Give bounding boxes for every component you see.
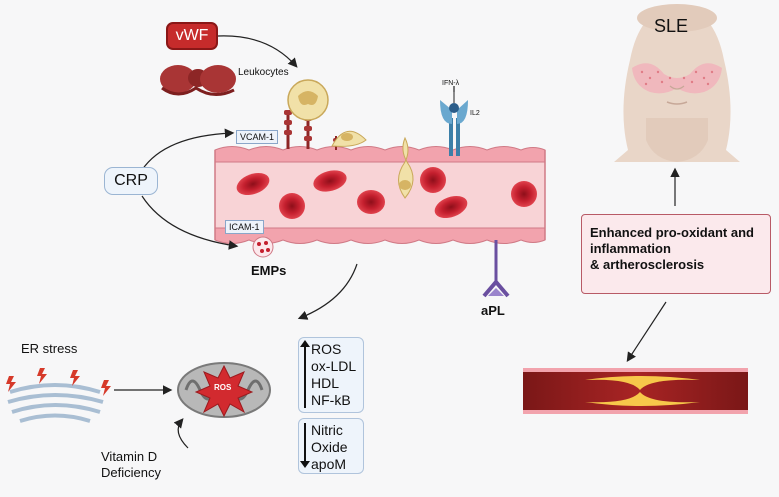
ifn-label: IFN-λ [442,80,460,87]
arrows [114,35,680,449]
marker-ros: ROS [311,341,342,357]
sle-label: SLE [654,16,689,36]
vitamin-d-label: Vitamin D Deficiency [101,449,161,480]
decreased-markers-box: Nitric Oxide apoM [298,418,364,474]
leukocytes-label: Leukocytes [238,67,289,78]
apl-antibody-icon [482,240,510,298]
emps-label: EMPs [251,263,287,278]
red-blood-cells [236,167,537,219]
up-arrow-icon [304,344,306,408]
er-stress-label: ER stress [21,341,78,356]
mitochondrion-icon [177,362,271,418]
er-icon [7,383,104,423]
il2-label: IL2 [470,110,480,117]
enhanced-prooxidant-box: Enhanced pro-oxidant and inflammation & … [581,214,771,294]
artery-plaque-icon [523,368,748,414]
marker-hdl: HDL [311,375,340,391]
marker-apom: apoM [311,456,347,472]
lightning-icons [6,368,111,396]
down-arrow-icon [304,423,306,463]
leukocyte-icon [287,79,414,199]
marker-oxide: Oxide [311,439,348,455]
crp-label: CRP [104,167,158,195]
ros-label: ROS [214,383,232,392]
vwf-label: vWF [166,22,218,50]
leukocyte-cluster-icon [160,65,236,96]
emps-icon [252,236,274,258]
apl-label: aPL [481,303,505,318]
down-arrowhead-icon [300,461,310,468]
sle-head-icon [614,4,740,162]
up-arrowhead-icon [300,340,310,347]
marker-ox-ldl: ox-LDL [311,358,357,374]
increased-markers-box: ROS ox-LDL HDL NF-kB [298,337,364,413]
icam-label: ICAM-1 [225,220,264,234]
ifn-receptor-icon [440,92,468,156]
marker-nitric: Nitric [311,422,343,438]
blood-vessel [214,146,546,244]
marker-nf-kb: NF-kB [311,392,351,408]
vcam-label: VCAM-1 [236,130,279,144]
